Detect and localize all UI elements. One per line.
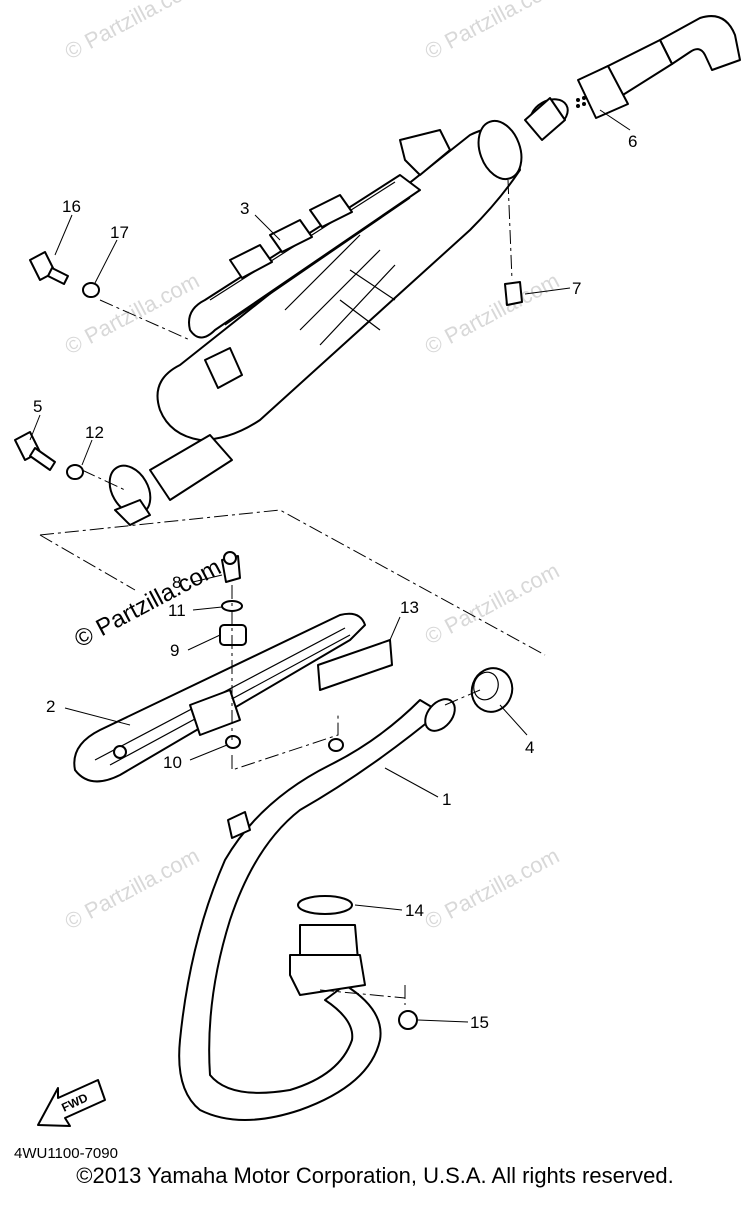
part-13-label bbox=[317, 639, 393, 691]
callouts: 1 2 3 4 5 6 7 8 9 10 11 12 13 14 15 16 1… bbox=[33, 132, 637, 1032]
callout-11: 11 bbox=[168, 601, 186, 620]
watermark-text: © Partzilla.com bbox=[421, 558, 564, 650]
callout-17: 17 bbox=[110, 223, 129, 242]
watermark-text: © Partzilla.com bbox=[61, 843, 204, 935]
fwd-arrow-icon: FWD bbox=[37, 1079, 106, 1127]
part-14-flange bbox=[289, 895, 418, 1030]
callout-16: 16 bbox=[62, 197, 81, 216]
callout-13: 13 bbox=[400, 598, 419, 617]
muffler-fasteners bbox=[14, 251, 523, 480]
callout-14: 14 bbox=[405, 901, 424, 920]
callout-4: 4 bbox=[525, 738, 534, 757]
callout-1: 1 bbox=[442, 790, 451, 809]
partzilla-watermark: © Partzilla.com bbox=[70, 554, 225, 654]
part-2-guard bbox=[73, 612, 366, 783]
callout-10: 10 bbox=[163, 753, 182, 772]
watermark-text: © Partzilla.com bbox=[61, 268, 204, 360]
callout-5: 5 bbox=[33, 397, 42, 416]
callout-2: 2 bbox=[46, 697, 55, 716]
alignment-lines bbox=[39, 179, 546, 1005]
leader-lines bbox=[29, 109, 631, 1023]
watermark-text: © Partzilla.com bbox=[61, 0, 204, 64]
watermark-text: © Partzilla.com bbox=[421, 0, 564, 64]
callout-3: 3 bbox=[240, 199, 249, 218]
guard-fasteners bbox=[219, 551, 344, 752]
callout-9: 9 bbox=[170, 641, 179, 660]
part-3-muffler bbox=[108, 119, 523, 526]
callout-15: 15 bbox=[470, 1013, 489, 1032]
callout-7: 7 bbox=[572, 279, 581, 298]
watermark-text: © Partzilla.com bbox=[421, 268, 564, 360]
callout-8: 8 bbox=[172, 573, 181, 592]
callout-12: 12 bbox=[85, 423, 104, 442]
copyright-footer: ©2013 Yamaha Motor Corporation, U.S.A. A… bbox=[76, 1163, 674, 1188]
diagram-code: 4WU1100-7090 bbox=[14, 1145, 118, 1162]
callout-6: 6 bbox=[628, 132, 637, 151]
part-1-header bbox=[178, 698, 456, 1121]
part-4-gasket bbox=[470, 667, 514, 713]
part-6-pipe bbox=[524, 15, 741, 141]
watermark-text: © Partzilla.com bbox=[421, 843, 564, 935]
